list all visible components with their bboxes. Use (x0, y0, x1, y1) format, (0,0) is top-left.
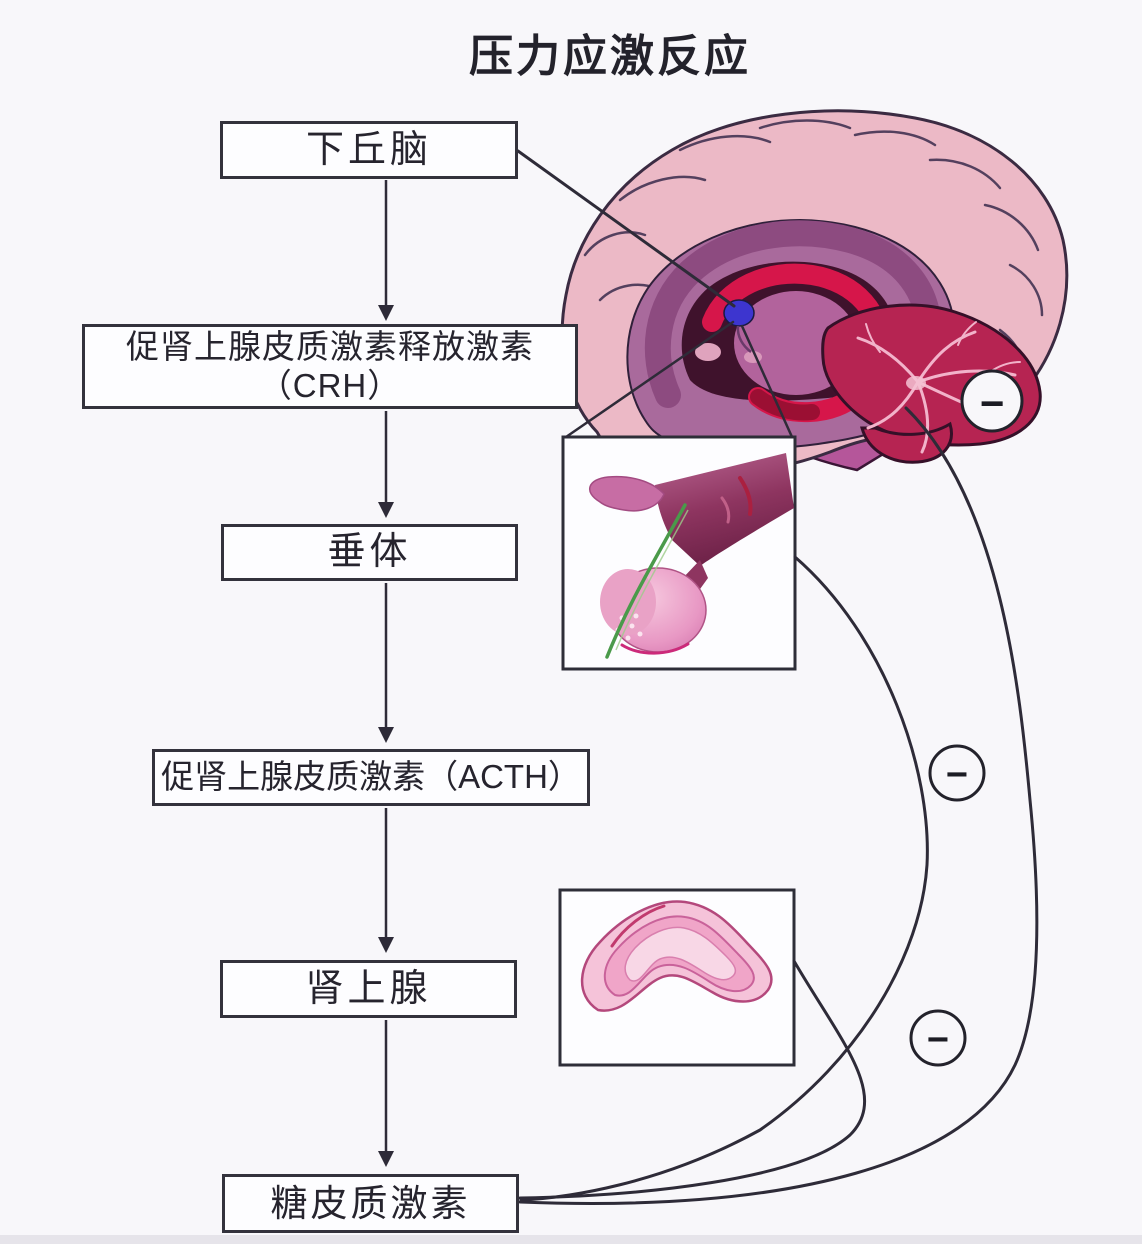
adrenal-inset (558, 888, 796, 1067)
pituitary-stalk-line (736, 325, 752, 353)
magnifier-line-left (564, 320, 735, 439)
acth-label: 促肾上腺皮质激素（ACTH） (161, 758, 581, 796)
minus-circle-2: − (928, 744, 986, 802)
pituitary-green-line (605, 503, 687, 659)
minus-circle-3: − (909, 1009, 967, 1067)
arrow-acth-to-adrenal (378, 808, 394, 953)
negative-feedback-markers: − − − (909, 369, 1024, 1067)
minus-icon: − (946, 754, 968, 796)
flow-box-hypothalamus: 下丘脑 (220, 121, 518, 179)
flow-box-pituitary: 垂体 (221, 524, 518, 581)
feedback-curve-to-adrenal (518, 959, 867, 1200)
arrow-hypothalamus-to-crh (378, 180, 394, 321)
minus-circle-1: − (960, 369, 1024, 433)
pituitary-hook (589, 475, 665, 512)
brain-illustration (560, 109, 1069, 472)
image-bottom-edge (0, 1235, 1142, 1244)
flow-box-acth: 促肾上腺皮质激素（ACTH） (152, 749, 590, 806)
flow-box-adrenal: 肾上腺 (220, 960, 517, 1018)
flow-box-glucocorticoid: 糖皮质激素 (222, 1174, 519, 1233)
crh-label-line2: （CRH） (258, 366, 402, 404)
adrenal-label: 肾上腺 (305, 967, 432, 1010)
callout-hypothalamus-line (516, 149, 736, 308)
callout-lines (516, 149, 794, 439)
pituitary-inset (561, 435, 797, 671)
glucocorticoid-label: 糖皮质激素 (270, 1182, 471, 1224)
arrow-adrenal-to-glucocorticoid (378, 1020, 394, 1167)
magnifier-line-right (740, 324, 794, 439)
pituitary-label: 垂体 (327, 531, 412, 574)
feedback-curve-to-pituitary (519, 555, 929, 1202)
feedback-curve-to-brain (518, 406, 1039, 1205)
hypothalamus-label: 下丘脑 (305, 128, 432, 171)
limbic-ring-shadow (750, 389, 820, 421)
diagram-title: 压力应激反应 (469, 32, 751, 81)
feedback-curves (518, 406, 1039, 1205)
crh-label-line1: 促肾上腺皮质激素释放激素 (126, 327, 534, 365)
mammillary-body (695, 343, 721, 361)
arrow-pituitary-to-acth (378, 583, 394, 743)
minus-icon: − (927, 1019, 949, 1061)
arrow-crh-to-pituitary (378, 411, 394, 518)
adrenal-inner (624, 926, 737, 982)
pituitary-funnel (655, 453, 794, 566)
flow-arrows (378, 180, 394, 1167)
minus-icon: − (980, 380, 1005, 427)
flow-box-crh: 促肾上腺皮质激素释放激素 （CRH） (82, 324, 578, 409)
hypothalamus-dot-icon (723, 299, 755, 327)
